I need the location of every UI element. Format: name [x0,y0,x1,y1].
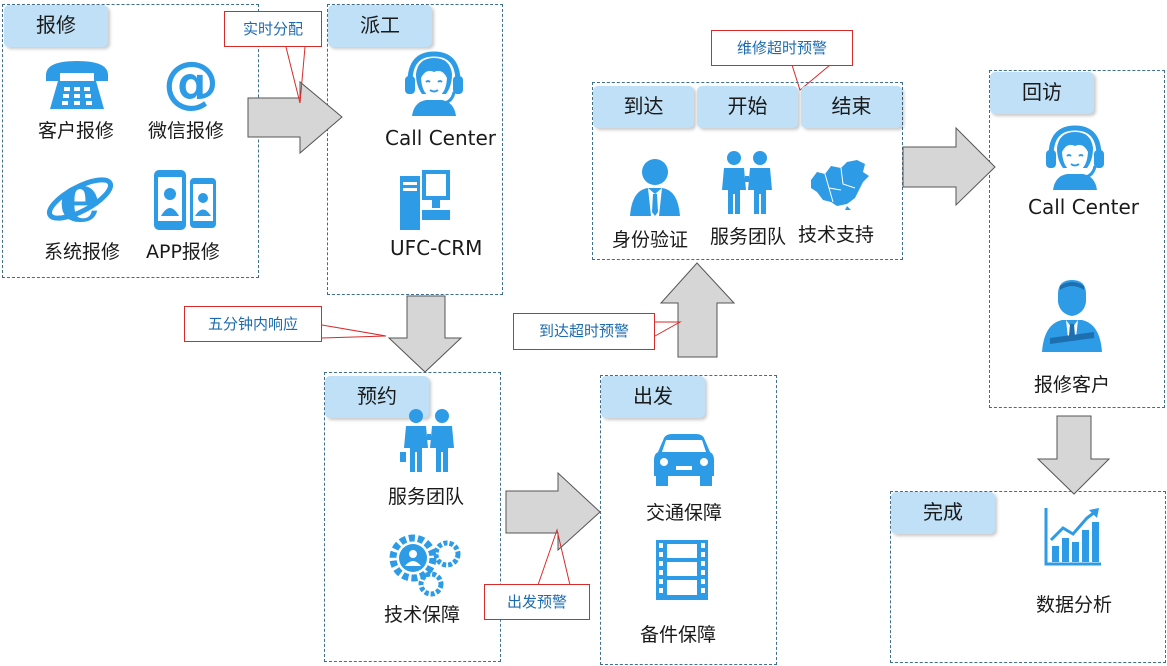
headset-agent-icon-2 [1046,125,1104,190]
tag-start: 开始 [697,86,798,128]
label-traffic-guarantee: 交通保障 [646,502,723,524]
arrow-huifang-to-wancheng [1036,415,1111,495]
china-map-icon [811,160,869,210]
arrow-yuyue-to-chufa [505,471,601,552]
label-wechat-report: 微信报修 [148,120,225,142]
box-chufa [600,375,777,665]
gears-icon [389,534,461,597]
callout-realtime: 实时分配 [224,11,322,47]
headset-agent-icon [405,51,463,116]
callout-pointer-depart [537,528,571,586]
box-wancheng [890,491,1166,663]
callout-repair-timeout: 维修超时预警 [711,30,853,66]
tag-end: 结束 [801,86,902,128]
box-yuyue [324,372,501,662]
label-phone-report: 客户报修 [38,120,115,142]
label-system-report: 系统报修 [44,241,121,263]
label-repair-customer: 报修客户 [1034,374,1111,396]
at-sign-icon: @ [163,55,219,111]
tag-chufa: 出发 [601,376,705,418]
film-strip-icon [656,540,708,600]
mobile-app-icon [154,170,216,230]
businessman-icon [1042,280,1102,352]
label-parts-guarantee: 备件保障 [640,624,717,646]
team-icon [400,409,454,472]
label-call-center-2: Call Center [1028,195,1140,219]
callout-depart: 出发预警 [484,584,590,620]
callout-pointer-arrive-timeout [654,321,682,337]
tag-baoxiu: 报修 [4,5,108,47]
arrow-chufa-to-xianchang [659,262,736,358]
label-ufc-crm: UFC-CRM [390,236,483,260]
phone-icon [46,61,108,109]
label-yuyue-team: 服务团队 [388,486,465,508]
arrow-paigong-to-yuyue [387,295,463,373]
svg-text:e: e [59,163,101,231]
team-icon-2 [722,151,772,214]
label-tech-support: 技术支持 [798,224,875,246]
callout-pointer-repair-timeout [791,64,831,91]
label-service-team: 服务团队 [710,226,787,248]
callout-five-min: 五分钟内响应 [184,306,322,342]
computer-icon [400,170,450,230]
arrow-baoxiu-to-paigong [247,80,343,155]
label-data-analysis: 数据分析 [1036,594,1113,616]
tag-arrive: 到达 [593,86,694,128]
label-call-center: Call Center [385,126,497,150]
id-user-icon [630,159,680,216]
bar-chart-icon [1044,508,1101,566]
label-tech-guarantee: 技术保障 [384,604,461,626]
callout-arrive-timeout: 到达超时预警 [513,313,655,350]
svg-text:@: @ [163,55,219,111]
car-icon [654,434,714,486]
ie-browser-icon: e [46,163,114,231]
arrow-xianchang-to-huifang [902,126,996,207]
box-huifang [989,70,1165,408]
label-app-report: APP报修 [146,241,220,263]
tag-paigong: 派工 [328,5,432,47]
tag-huifang: 回访 [990,72,1094,114]
box-paigong [327,4,503,295]
callout-pointer-five-min [321,324,387,339]
label-identity-verify: 身份验证 [612,229,689,251]
box-baoxiu [2,4,259,278]
tag-wancheng: 完成 [891,492,995,534]
callout-pointer-realtime [285,46,306,104]
